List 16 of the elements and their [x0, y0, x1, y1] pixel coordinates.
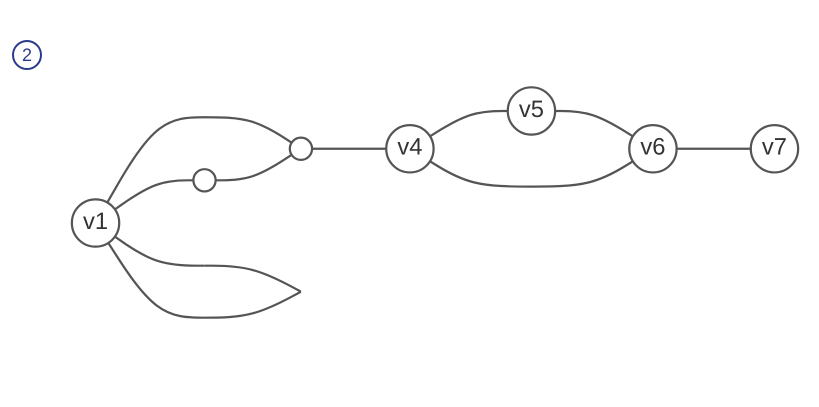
node-circle — [288, 136, 314, 162]
connector — [555, 110, 634, 138]
node-circle: v4 — [385, 124, 435, 174]
connector — [429, 110, 508, 138]
node-circle: v5 — [506, 86, 556, 136]
connector — [114, 179, 194, 210]
connector — [312, 148, 386, 150]
connector — [106, 116, 292, 204]
connector — [676, 148, 751, 150]
node-circle: v1 — [70, 198, 120, 248]
connector — [216, 154, 292, 182]
connector — [429, 160, 634, 188]
circled-number: 2 — [12, 40, 42, 70]
node-circle: v6 — [628, 124, 678, 174]
node-circle: v7 — [750, 124, 800, 174]
node-circle — [192, 168, 217, 193]
